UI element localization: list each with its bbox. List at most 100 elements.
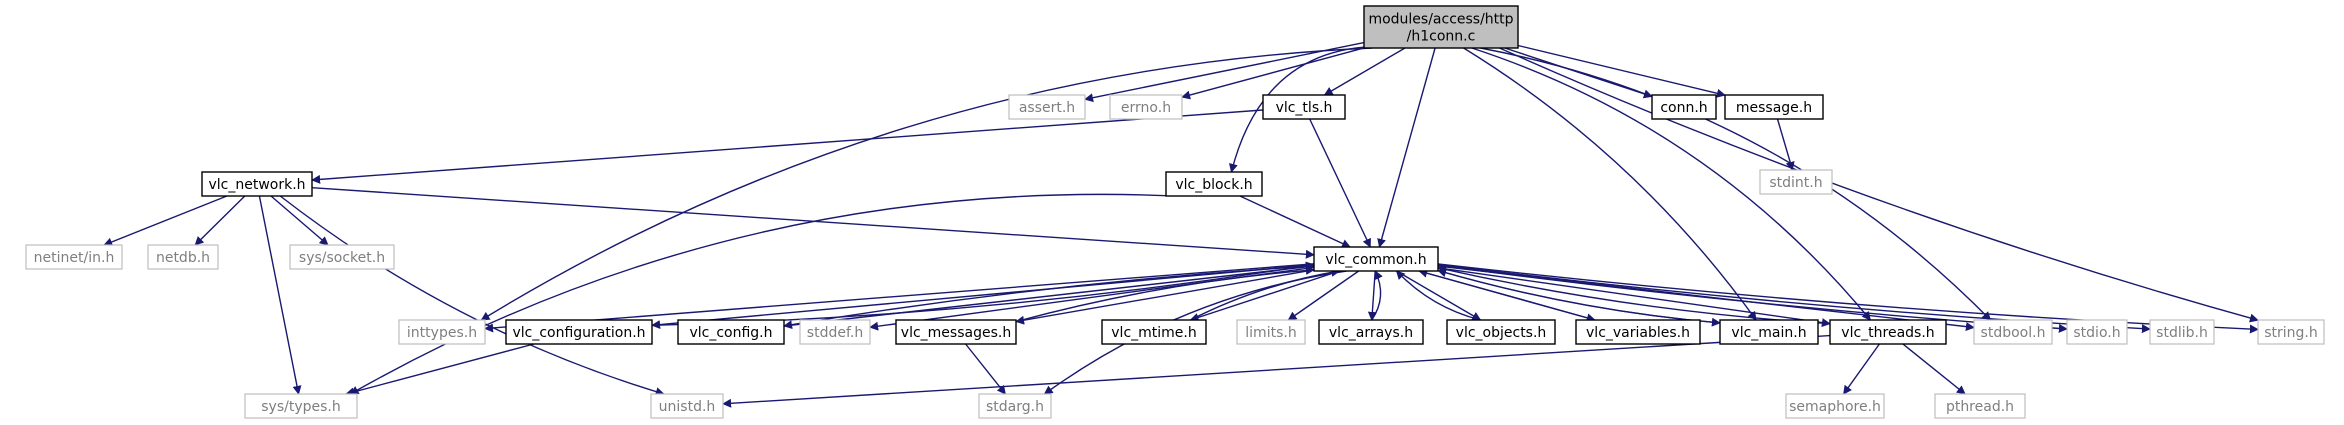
node-label: string.h [2264,325,2318,341]
edge-root-to-vlc_threads [1471,47,1871,321]
node-box [1313,246,1439,272]
node-systypes: sys/types.h [244,393,358,419]
node-stdarg: stdarg.h [978,393,1052,419]
edge-vlc_network-to-unistd [279,195,665,396]
node-stdlib: stdlib.h [2149,319,2215,345]
node-label: modules/access/http [1368,12,1513,28]
edge-vlc_configuration-to-systypes [345,343,535,397]
node-label: stddef.h [807,325,863,341]
edge-root-to-message [1517,44,1726,98]
edge-vlc_common-to-vlc_arrays [1367,270,1377,321]
edge-root-to-vlc_common [1377,47,1436,248]
edge-vlc_tls-to-vlc_common [1309,118,1371,248]
node-assert: assert.h [1008,94,1086,120]
node-vlc_common[interactable]: vlc_common.h [1313,246,1439,272]
node-pthread: pthread.h [1934,393,2026,419]
node-vlc_configuration[interactable]: vlc_configuration.h [505,319,653,345]
node-box [1724,94,1824,120]
node-limits: limits.h [1236,319,1306,345]
node-conn[interactable]: conn.h [1651,94,1717,120]
node-vlc_arrays[interactable]: vlc_arrays.h [1318,319,1424,345]
node-box [1973,319,2053,345]
node-box [147,244,219,270]
edge-vlc_tls-to-vlc_network [311,109,1264,184]
node-label: vlc_configuration.h [512,325,645,341]
node-vlc_mtime[interactable]: vlc_mtime.h [1101,319,1207,345]
node-label: assert.h [1019,100,1075,116]
node-label: stdbool.h [1981,325,2046,341]
node-label: semaphore.h [1789,399,1881,415]
edge-vlc_network-to-systypes [258,195,302,395]
node-box [2257,319,2325,345]
node-label: vlc_main.h [1731,325,1806,341]
node-box [1165,171,1263,197]
node-box [1651,94,1717,120]
node-vlc_config[interactable]: vlc_config.h [677,319,785,345]
node-label: vlc_arrays.h [1329,325,1413,341]
node-errno: errno.h [1109,94,1183,120]
node-box [1719,319,1819,345]
edge-vlc_mtime-to-vlc_common [1190,267,1341,321]
node-label: stdint.h [1769,175,1822,191]
node-message[interactable]: message.h [1724,94,1824,120]
node-label: vlc_network.h [208,177,305,193]
node-box [1318,319,1424,345]
node-label: vlc_tls.h [1276,100,1333,116]
node-label: vlc_mtime.h [1111,325,1196,341]
node-label: vlc_objects.h [1456,325,1547,341]
node-unistd: unistd.h [650,393,724,419]
edge-root-to-string [1499,47,2259,323]
node-inttypes: inttypes.h [398,319,486,345]
node-box [677,319,785,345]
node-label: netdb.h [156,250,210,266]
node-string: string.h [2257,319,2325,345]
node-label: vlc_common.h [1325,252,1426,268]
edge-vlc_arrays-to-vlc_common [1371,270,1383,321]
node-label: vlc_config.h [689,325,772,341]
node-vlc_messages[interactable]: vlc_messages.h [895,319,1017,345]
node-label: vlc_variables.h [1586,325,1690,341]
node-layer: modules/access/http/h1conn.c assert.h errn… [25,5,2325,419]
node-label: conn.h [1660,100,1707,116]
node-vlc_main[interactable]: vlc_main.h [1719,319,1819,345]
edge-vlc_network-to-netinet [103,195,228,247]
node-box [895,319,1017,345]
edge-message-to-stdint [1776,118,1795,171]
node-box [289,244,395,270]
node-label: pthread.h [1946,399,2014,415]
node-label: unistd.h [659,399,716,415]
node-root[interactable]: modules/access/http/h1conn.c [1363,5,1519,49]
node-stdbool: stdbool.h [1973,319,2053,345]
node-box [1759,169,1833,195]
edge-vlc_common-to-vlc_messages [1015,269,1315,325]
edge-vlc_threads-to-semaphore [1843,343,1880,395]
node-netdb: netdb.h [147,244,219,270]
node-semaphore: semaphore.h [1785,393,1885,419]
edge-vlc_objects-to-vlc_common [1395,270,1481,321]
node-vlc_variables[interactable]: vlc_variables.h [1575,319,1701,345]
node-vlc_block[interactable]: vlc_block.h [1165,171,1263,197]
node-box [201,171,313,197]
edge-vlc_block-to-vlc_common [1239,195,1351,248]
edge-vlc_network-to-syssocket [270,195,329,246]
node-box [799,319,871,345]
edge-vlc_network-to-netdb [194,195,246,246]
node-box [1934,393,2026,419]
node-label: /h1conn.c [1407,29,1476,45]
edge-vlc_messages-to-vlc_common [1015,265,1315,323]
node-box [2066,319,2128,345]
node-vlc_objects[interactable]: vlc_objects.h [1446,319,1556,345]
edge-vlc_messages-to-stdarg [965,343,1006,395]
node-vlc_network[interactable]: vlc_network.h [201,171,313,197]
node-label: vlc_block.h [1175,177,1252,193]
node-vlc_tls[interactable]: vlc_tls.h [1262,94,1346,120]
node-box [25,244,123,270]
edge-vlc_common-to-inttypes [484,263,1315,333]
edge-vlc_config-to-vlc_common [783,262,1315,327]
node-netinet: netinet/in.h [25,244,123,270]
edge-vlc_main-to-vlc_common [1437,268,1721,324]
node-box [2149,319,2215,345]
node-vlc_threads[interactable]: vlc_threads.h [1829,319,1947,345]
edge-vlc_common-to-limits [1287,270,1360,321]
node-box [1262,94,1346,120]
